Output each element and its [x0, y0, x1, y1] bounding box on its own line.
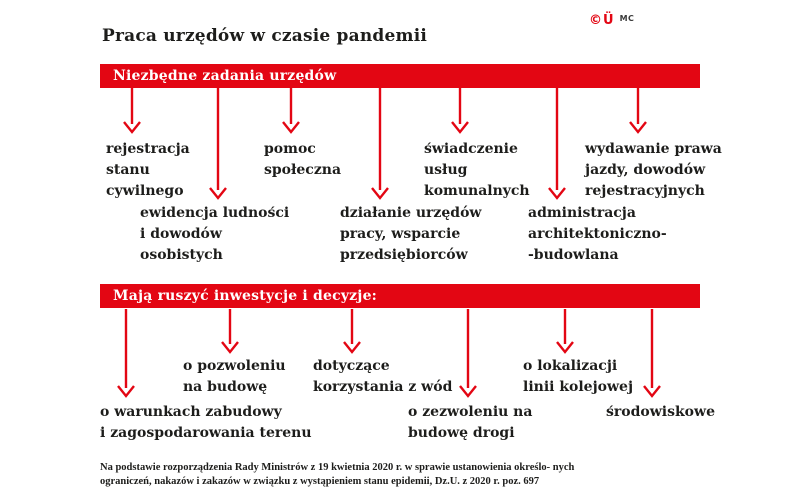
item-label-prawa-jazdy-dowody: wydawanie prawa jazdy, dowodów rejestrac…: [585, 141, 722, 199]
arrow-down-icon: [459, 309, 477, 398]
arrow-down-icon: [556, 309, 574, 354]
item-label-uslugi-komunalne: świadczenie usług komunalnych: [424, 141, 530, 199]
item-label-dzialanie-urzedow-pracy: działanie urzędów pracy, wsparcie przeds…: [340, 205, 482, 263]
item-label-pozwolenie-na-budowe: o pozwoleniu na budowę: [183, 358, 286, 395]
arrow-down-icon: [451, 88, 469, 134]
section-banner-essential-tasks: Niezbędne zadania urzędów: [100, 64, 700, 88]
section-banner-investments-decisions: Mają ruszyć inwestycje i decyzje:: [100, 284, 700, 308]
arrow-down-icon: [548, 88, 566, 200]
author-initials: MC: [619, 14, 635, 23]
item-label-srodowiskowe: środowiskowe: [606, 404, 715, 420]
arrow-down-icon: [643, 309, 661, 398]
page-title: Praca urzędów w czasie pandemii: [102, 26, 428, 46]
item-label-korzystanie-z-wod: dotyczące korzystania z wód: [313, 358, 453, 395]
item-label-administracja-budowlana: administracja architektoniczno- -budowla…: [528, 205, 667, 263]
item-label-rejestracja-stanu-cywilnego: rejestracja stanu cywilnego: [106, 141, 190, 199]
item-label-lokalizacja-linii-kolejowej: o lokalizacji linii kolejowej: [523, 358, 634, 395]
arrow-down-icon: [117, 309, 135, 398]
arrow-down-icon: [221, 309, 239, 354]
item-label-pomoc-spoleczna: pomoc społeczna: [264, 141, 342, 178]
arrow-down-icon: [371, 88, 389, 200]
publisher-logo: ©Ü: [589, 13, 615, 28]
arrow-down-icon: [343, 309, 361, 354]
watermark: ©Ü MC: [589, 13, 634, 28]
item-label-ewidencja-ludnosci: ewidencja ludności i dowodów osobistych: [140, 205, 290, 263]
legal-footnote: Na podstawie rozporządzenia Rady Ministr…: [100, 462, 575, 487]
arrow-down-icon: [282, 88, 300, 134]
item-label-zezwolenie-budowa-drogi: o zezwoleniu na budowę drogi: [408, 404, 533, 441]
item-label-warunki-zabudowy: o warunkach zabudowy i zagospodarowania …: [100, 404, 312, 441]
arrow-down-icon: [123, 88, 141, 134]
arrow-down-icon: [629, 88, 647, 134]
arrow-down-icon: [209, 88, 227, 200]
